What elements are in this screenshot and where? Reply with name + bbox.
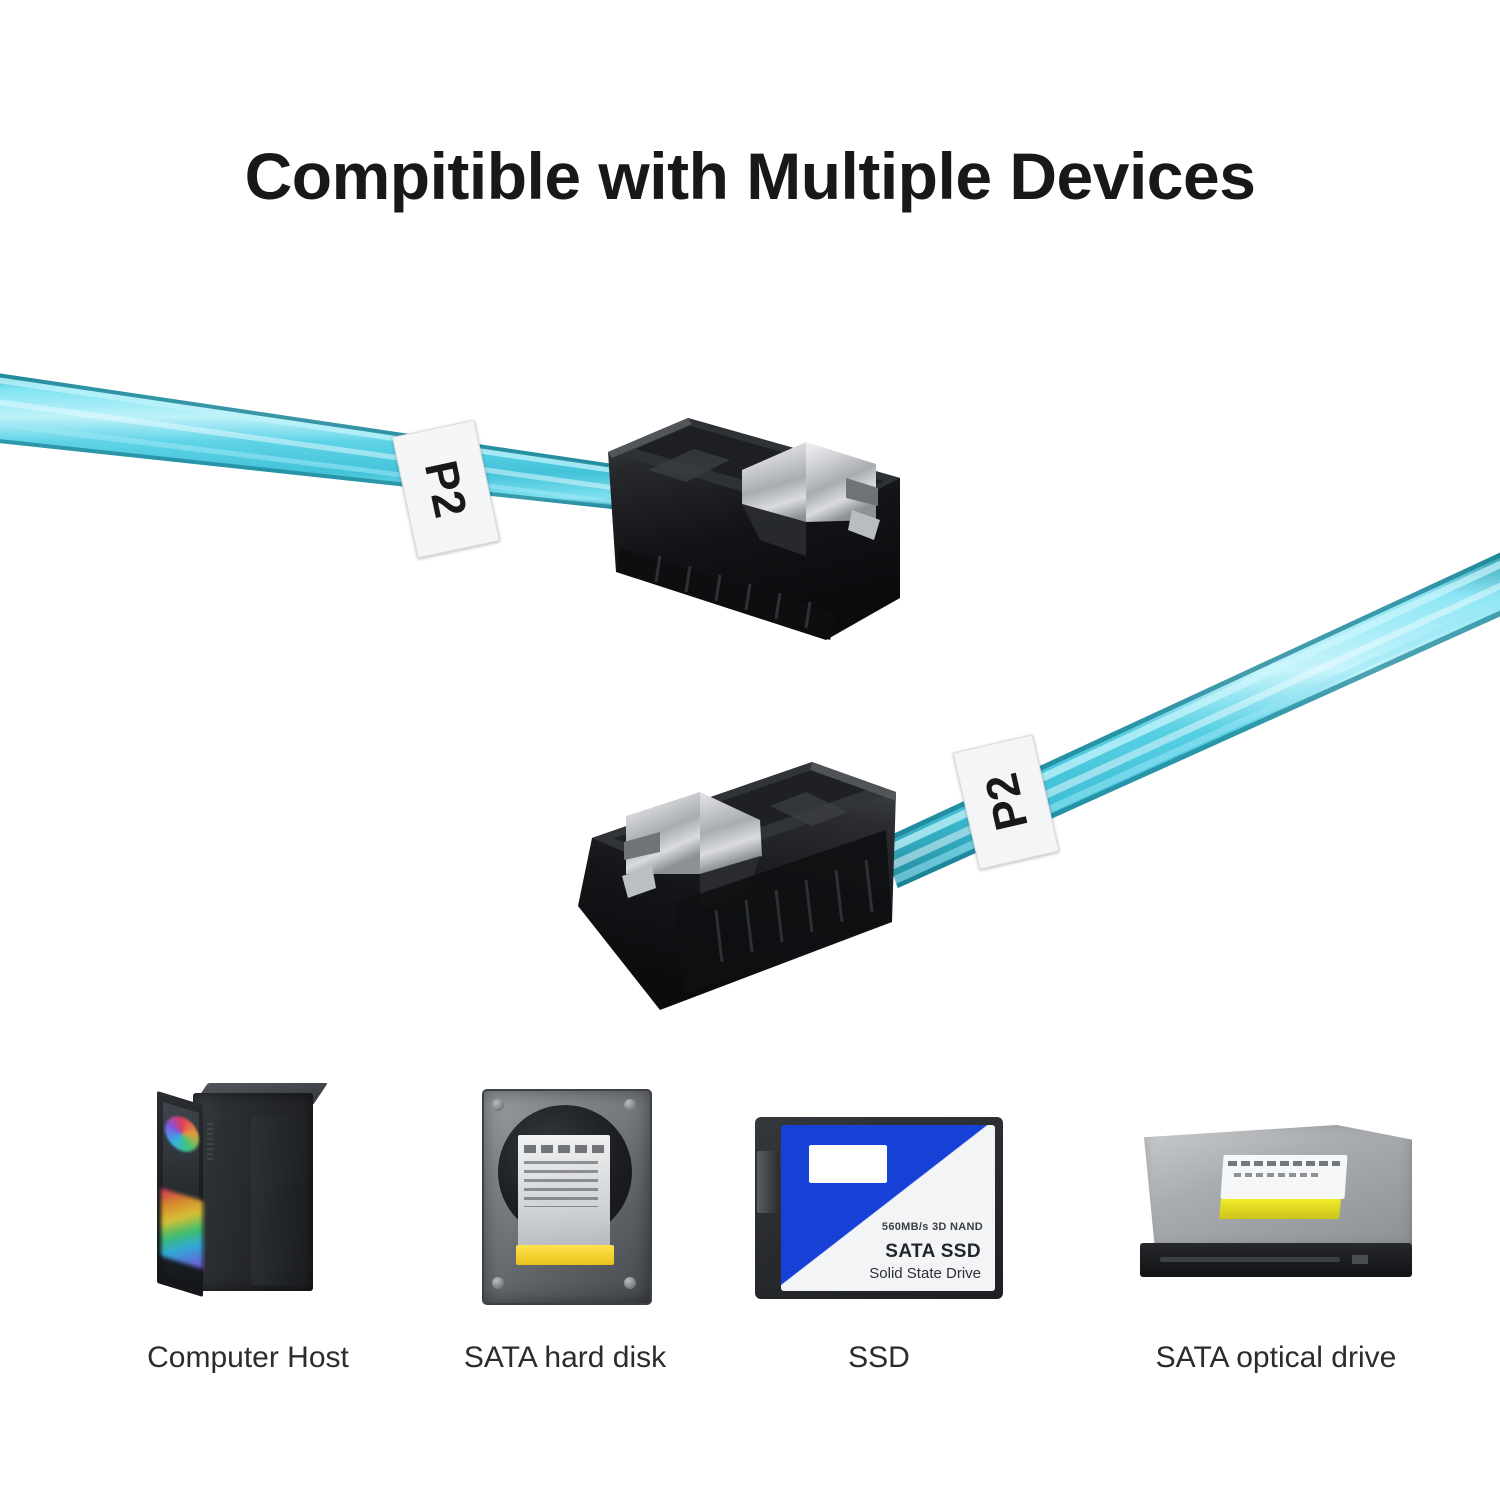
device-caption-computer-host: Computer Host: [147, 1341, 349, 1374]
device-sata-hard-disk: SATA hard disk: [464, 1089, 666, 1374]
odd-label-line2: [1233, 1173, 1321, 1177]
odd-yellow-sticker: [1219, 1199, 1341, 1219]
hdd-screw: [624, 1099, 636, 1111]
ssd-sata-connector: [757, 1151, 779, 1213]
hdd-label-logo: [524, 1145, 604, 1153]
ssd-spec-text: 560MB/s 3D NAND: [881, 1221, 983, 1233]
ssd-title-text: SATA SSD: [885, 1241, 981, 1262]
hdd-screw: [492, 1277, 504, 1289]
hdd-label-textlines: [524, 1161, 598, 1207]
computer-host-image: [155, 1083, 341, 1298]
sata-connector-lower: [578, 762, 896, 1010]
hdd-screw: [492, 1099, 504, 1111]
cable-label-p2-lower-text: P2: [974, 768, 1038, 836]
device-ssd: 560MB/s 3D NAND SATA SSD Solid State Dri…: [755, 1117, 1003, 1374]
ssd-label-face: 560MB/s 3D NAND SATA SSD Solid State Dri…: [781, 1125, 995, 1291]
optical-drive-image: [1130, 1115, 1422, 1291]
pc-rgb-strip: [161, 1188, 203, 1269]
device-caption-ssd: SSD: [848, 1341, 910, 1374]
ssd-brand-box: [809, 1145, 887, 1183]
cable-upper: [0, 373, 640, 512]
compatible-devices-row: Computer Host SATA hard disk: [0, 1075, 1500, 1455]
device-sata-optical-drive: SATA optical drive: [1130, 1115, 1422, 1374]
sata-hard-disk-image: [482, 1089, 652, 1305]
cable-label-p2-upper-text: P2: [414, 456, 478, 522]
device-caption-sata-optical-drive: SATA optical drive: [1155, 1341, 1397, 1374]
sata-connector-upper: [608, 418, 900, 640]
hdd-screw: [624, 1277, 636, 1289]
device-computer-host: Computer Host: [147, 1083, 349, 1374]
page-title: Compitible with Multiple Devices: [244, 139, 1256, 213]
ssd-image: 560MB/s 3D NAND SATA SSD Solid State Dri…: [755, 1117, 1003, 1299]
odd-label-line1: [1227, 1161, 1341, 1166]
odd-disc-slot: [1160, 1257, 1340, 1262]
pc-vent: [207, 1123, 213, 1163]
odd-eject-button: [1352, 1255, 1368, 1264]
device-caption-sata-hard-disk: SATA hard disk: [463, 1341, 667, 1374]
pc-front-panel: [251, 1117, 307, 1285]
hdd-warranty-sticker: [516, 1245, 614, 1265]
ssd-subtitle-text: Solid State Drive: [869, 1265, 981, 1282]
